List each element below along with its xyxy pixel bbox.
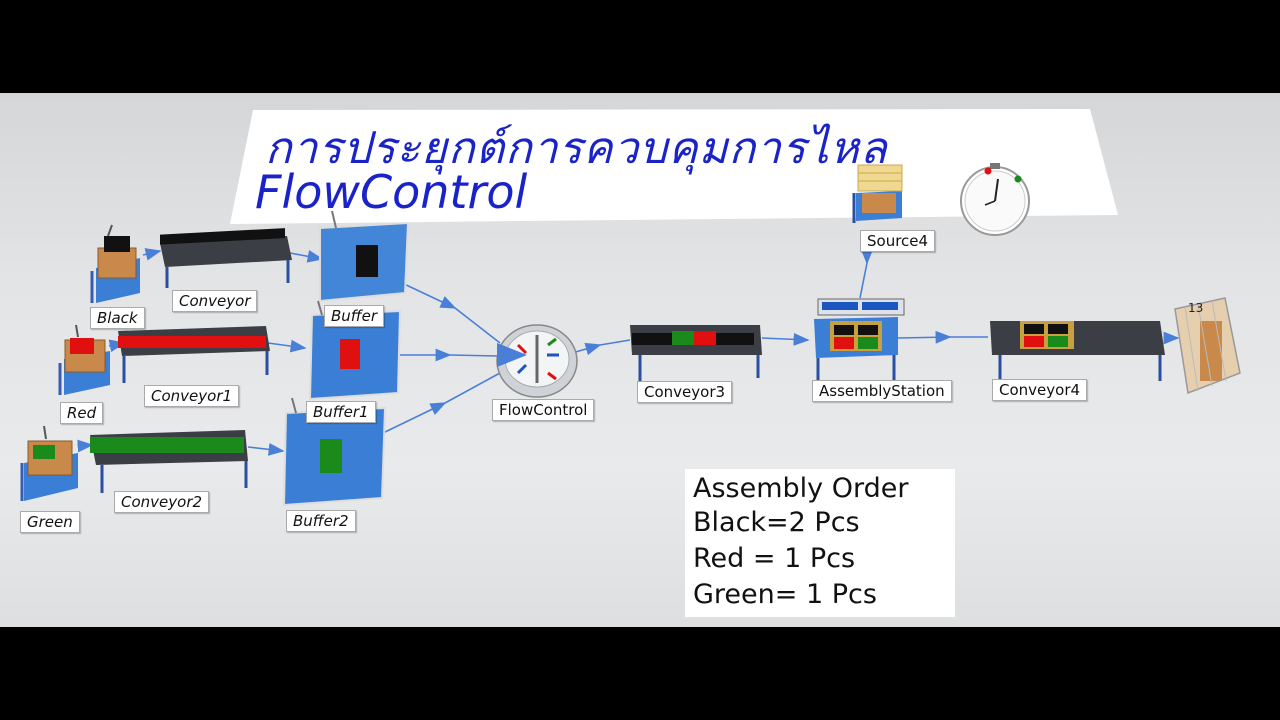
label-buffer1[interactable]: Buffer1 xyxy=(306,401,376,423)
stopwatch-icon xyxy=(960,163,1030,236)
conveyor2-model xyxy=(90,430,248,493)
scene-graphics xyxy=(20,109,1241,507)
label-conveyor1[interactable]: Conveyor1 xyxy=(144,385,240,407)
assembly-order-black: Black=2 Pcs xyxy=(693,507,860,538)
label-buffer[interactable]: Buffer xyxy=(324,305,385,327)
source-red-model xyxy=(58,324,110,395)
label-buffer2[interactable]: Buffer2 xyxy=(286,510,356,532)
label-conveyor3[interactable]: Conveyor3 xyxy=(637,381,733,403)
simulation-3d-viewport[interactable]: การประยุกต์การควบคุมการไหล FlowControl B… xyxy=(0,93,1280,627)
drain-cage-model xyxy=(1174,297,1241,395)
label-source-black[interactable]: Black xyxy=(90,307,145,329)
source-black-model xyxy=(90,224,140,303)
assembly-order-green: Green= 1 Pcs xyxy=(693,579,877,610)
drain-count: 13 xyxy=(1188,301,1204,315)
assembly-order-panel: Assembly Order Black=2 Pcs Red = 1 Pcs G… xyxy=(685,469,955,617)
flowcontrol-model xyxy=(496,324,578,398)
buffer-model xyxy=(319,210,410,303)
assemblystation-model xyxy=(814,298,905,393)
label-source-red[interactable]: Red xyxy=(60,402,104,424)
label-flowcontrol[interactable]: FlowControl xyxy=(492,399,595,421)
conveyor4-model xyxy=(990,321,1165,383)
label-conveyor2[interactable]: Conveyor2 xyxy=(114,491,210,513)
source-green-model xyxy=(20,425,78,501)
label-source-green[interactable]: Green xyxy=(20,511,80,533)
conveyor3-model xyxy=(630,325,762,383)
title-english: FlowControl xyxy=(255,165,528,219)
title-thai: การประยุกต์การควบคุมการไหล xyxy=(265,123,888,174)
assembly-order-heading: Assembly Order xyxy=(693,473,909,504)
source4-model xyxy=(852,164,903,223)
label-conveyor[interactable]: Conveyor xyxy=(172,290,258,312)
conveyor1-model xyxy=(118,326,270,383)
assembly-order-red: Red = 1 Pcs xyxy=(693,543,856,574)
label-conveyor4[interactable]: Conveyor4 xyxy=(992,379,1088,401)
label-assemblystation[interactable]: AssemblyStation xyxy=(812,380,952,402)
conveyor-model xyxy=(160,228,292,288)
label-source4[interactable]: Source4 xyxy=(860,230,936,252)
